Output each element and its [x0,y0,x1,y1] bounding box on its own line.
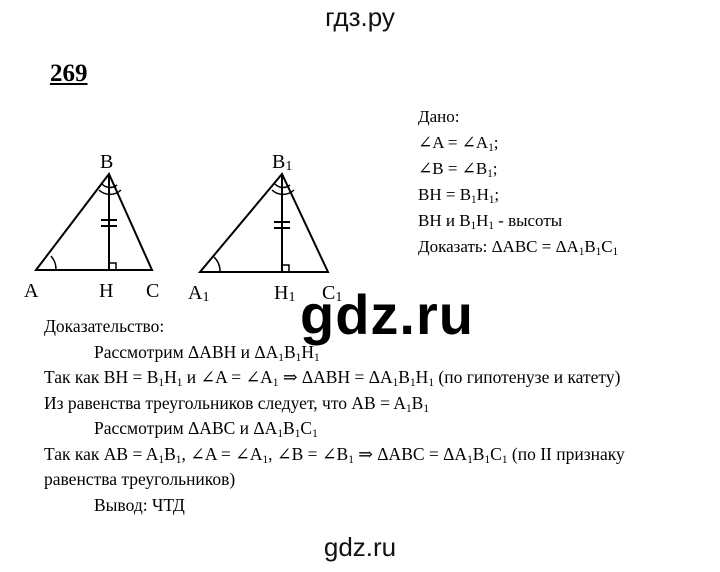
triangle-a1b1c1-outline [197,172,330,273]
angle-arc-b-2 [98,189,122,196]
given-line-5: Доказать: ΔABC = ΔA1B1C1 [418,237,619,258]
proof-block: Доказательство: Рассмотрим ΔABH и ΔA1B1H… [44,314,625,518]
angle-arc-a [50,255,57,271]
label-h1: H1 [274,282,295,305]
angle-arc-b1-2 [271,189,295,196]
proof-line-1: Рассмотрим ΔABH и ΔA1B1H1 [94,341,320,364]
label-b: B [100,151,113,173]
label-a: A [24,280,39,302]
given-block: Дано: ∠A = ∠A1; ∠B = ∠B1; BH = B1H1; BH … [418,104,618,260]
proof-line-3: Из равенства треугольников следует, что … [44,392,430,415]
label-c: C [146,280,159,302]
watermark: gdz.ru [300,283,474,346]
label-a1: A1 [188,282,209,305]
triangle-abc-outline [33,172,154,271]
site-footer: gdz.ru [323,532,397,562]
right-angle-mark-h [109,262,117,270]
problem-number: 269 [50,60,88,87]
given-line-1: ∠A = ∠A1; [418,133,499,154]
given-line-2: ∠B = ∠B1; [418,159,498,180]
label-h: H [99,280,113,302]
angle-arc-a1 [213,256,221,273]
label-c1: C1 [322,282,342,305]
proof-line-2: Так как BH = B1H1 и ∠A = ∠A1 ⇒ ΔABH = ΔA… [44,367,621,389]
site-header: гдз.ру [325,2,395,32]
proof-title: Доказательство: [44,316,165,336]
right-angle-mark-h1 [282,264,290,272]
given-line-3: BH = B1H1; [418,185,500,206]
triangle-a1b1c1 [197,172,330,273]
proof-conclusion: Вывод: ЧТД [94,494,185,515]
given-title: Дано: [418,107,460,126]
angle-arc-b-1 [101,183,118,189]
proof-line-6: равенства треугольников) [44,469,236,489]
triangle-abc [33,172,154,271]
angle-arc-b1-1 [274,183,291,189]
given-line-4: BH и B1H1 - высоты [418,211,563,232]
proof-line-4: Рассмотрим ΔABC и ΔA1B1C1 [94,418,318,440]
label-b1: B1 [272,151,292,174]
proof-line-5: Так как AB = A1B1, ∠A = ∠A1, ∠B = ∠B1 ⇒ … [44,443,625,466]
